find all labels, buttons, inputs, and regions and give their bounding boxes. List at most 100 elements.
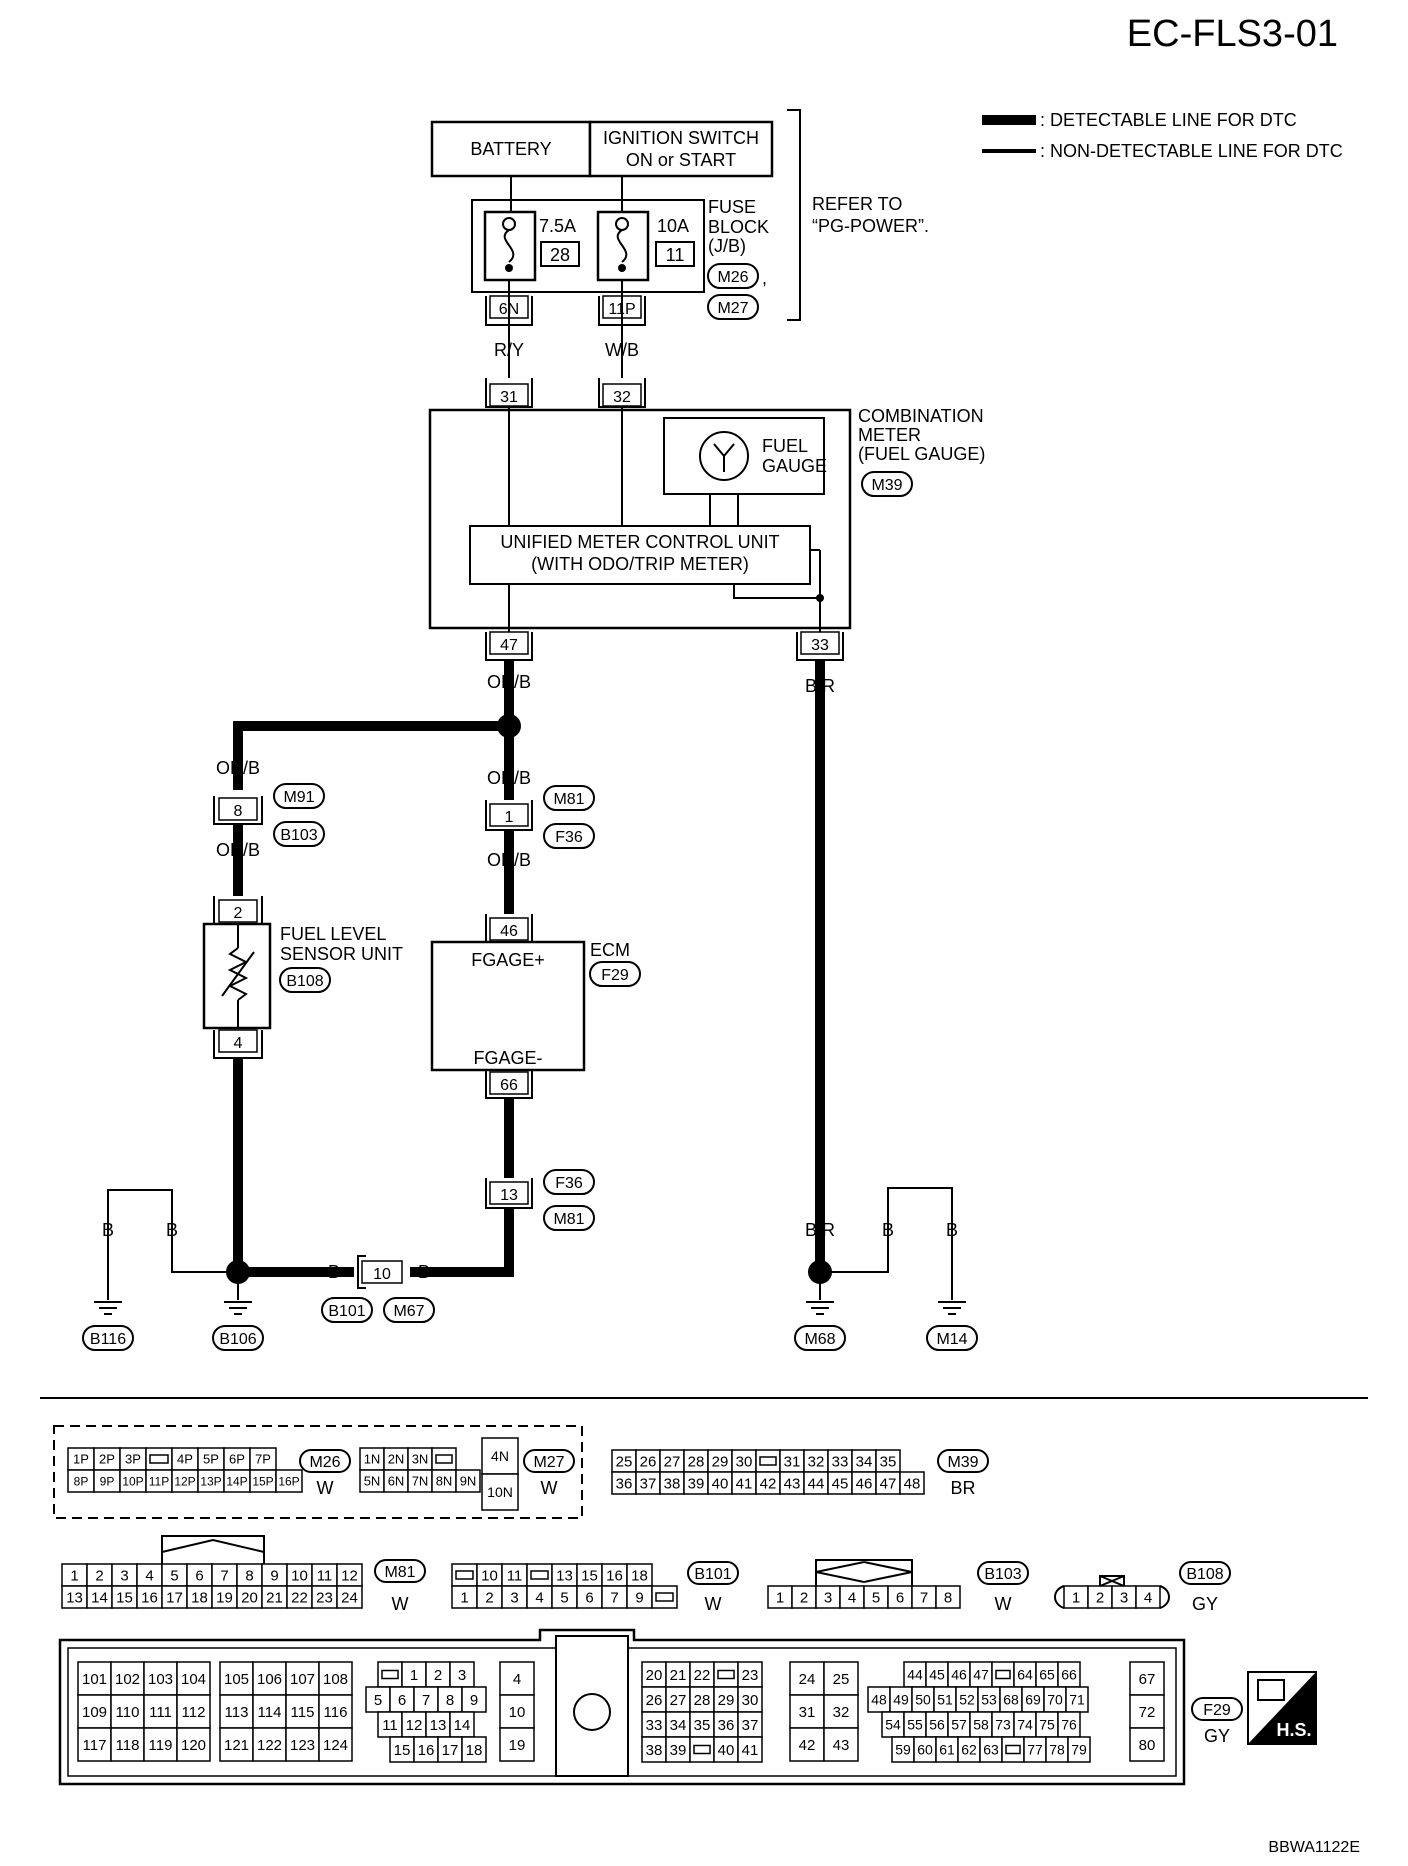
m39-pin-pin-label: 32	[808, 1453, 825, 1470]
f29-pin-pin-label: 36	[718, 1717, 735, 1734]
m27-pin-cell	[455, 1469, 481, 1493]
connector-M39-tag	[861, 471, 913, 497]
refer-label-2: “PG-POWER”.	[812, 216, 929, 236]
f29-pin-pin-label: 122	[257, 1737, 282, 1754]
m39-pin-pin-label: 30	[736, 1453, 753, 1470]
b101-pin-pin-label: 5	[560, 1589, 568, 1606]
connector-view-m26-tag	[299, 1449, 351, 1473]
f29-pin-cell	[365, 1686, 391, 1713]
b101-pin-pin-label: 6	[585, 1589, 593, 1606]
connector-view-f29-key	[555, 1635, 629, 1777]
wire-label-wb: W/B	[605, 340, 639, 360]
f29-pin-pin-label: 69	[1025, 1692, 1041, 1708]
f29-pin-cell	[318, 1694, 353, 1729]
terminal-2-box	[218, 899, 258, 923]
f29-pin-pin-label: 54	[885, 1717, 901, 1733]
m81-pin-pin-label: 13	[66, 1589, 83, 1606]
wire-ground-m14	[820, 1187, 953, 1300]
b103-pin-cell	[935, 1585, 961, 1609]
f29-pin-pin-label: 38	[646, 1742, 663, 1759]
wire-label-br-2: B/R	[805, 1220, 835, 1240]
harness-side-label: H.S.	[1276, 1720, 1311, 1740]
m81-pin-pin-label: 18	[191, 1589, 208, 1606]
f29-pin-pin-label: 115	[291, 1704, 315, 1721]
connector-view-b101-color: W	[705, 1594, 722, 1614]
f29-pin-pin-label: 56	[929, 1717, 945, 1733]
wire-junction-m91	[233, 721, 509, 790]
f29-pin-cell	[737, 1686, 763, 1713]
f29-pin-cell	[1129, 1661, 1165, 1696]
fuse-block-label-1: FUSE	[708, 197, 756, 217]
b103-pin-pin-label: 3	[824, 1589, 832, 1606]
m26-pin-pin-label: 2P	[99, 1452, 115, 1467]
f29-pin-pin-label: 43	[833, 1737, 850, 1754]
f29-pin-cell	[461, 1736, 487, 1763]
ground-symbol-b106	[224, 1301, 252, 1315]
f29-pin-cell	[176, 1727, 211, 1762]
fuse-block-frame	[471, 199, 705, 293]
m26-pin-pin-label: 15P	[252, 1474, 273, 1488]
m27-pin-label: 4N	[491, 1448, 509, 1464]
f29-pin-pin-label: 52	[959, 1692, 975, 1708]
m39-pin-pin-label: 44	[808, 1475, 825, 1492]
b101-pin-pin-label: 11	[507, 1567, 523, 1584]
f29-pin-pin-label: 74	[1017, 1717, 1033, 1733]
b103-pin-pin-label: 6	[896, 1589, 904, 1606]
b101-pin-blank-slot	[530, 1570, 549, 1580]
connector-B106-tag	[212, 1325, 264, 1351]
f29-pin-pin-label: 55	[907, 1717, 923, 1733]
f29-pin-blank-slot	[995, 1669, 1011, 1680]
terminal-8-label: 8	[234, 803, 243, 820]
m26-pin-pin-label: 4P	[177, 1452, 193, 1467]
m26-pin-pin-label: 8P	[74, 1474, 89, 1488]
f29-pin-cell	[737, 1661, 763, 1688]
harness-side-badge: H.S.	[1247, 1671, 1317, 1745]
connector-M27-tag	[707, 294, 759, 320]
m81-pin-pin-label: 3	[120, 1567, 128, 1584]
m27-pin-pin-label: 6N	[388, 1474, 405, 1489]
m26-pin-pin-label: 1P	[73, 1452, 89, 1467]
connector-B103-label: B103	[280, 827, 317, 844]
m39-pin-pin-label: 28	[688, 1453, 705, 1470]
connector-F29-tag	[589, 961, 641, 987]
f29-pin-pin-label: 77	[1027, 1742, 1043, 1758]
b108-pin-pin-label: 2	[1096, 1589, 1104, 1606]
connector-view-m81-label: M81	[384, 1564, 415, 1581]
f29-pin-pin-label: 9	[470, 1692, 478, 1709]
b103-pin-pin-label: 1	[776, 1589, 784, 1606]
connector-view-m81-color: W	[392, 1594, 409, 1614]
connector-M68-label: M68	[804, 1331, 835, 1348]
f29-pin-pin-label: 10	[509, 1704, 526, 1721]
f29-pin-pin-label: 64	[1017, 1667, 1033, 1683]
connector-M27-label: M27	[717, 300, 748, 317]
connector-M39-label: M39	[871, 477, 902, 494]
connector-view-m27-label: M27	[533, 1454, 564, 1471]
f29-pin-pin-label: 105	[224, 1671, 249, 1688]
fuse-11-number: 11	[666, 245, 685, 265]
connector-view-m27-tag	[523, 1449, 575, 1473]
f29-pin-pin-label: 79	[1071, 1742, 1087, 1758]
m27-pin-pin-label: 3N	[412, 1452, 429, 1467]
terminal-4-label: 4	[234, 1035, 243, 1052]
m26-pin-pin-label: 6P	[229, 1452, 245, 1467]
f29-pin-cell	[641, 1661, 667, 1688]
f29-pin-pin-label: 72	[1139, 1704, 1156, 1721]
terminal-47-label: 47	[500, 637, 518, 654]
f29-pin-cell	[77, 1727, 112, 1762]
f29-pin-cell	[389, 1686, 415, 1713]
m81-pin-pin-label: 2	[95, 1567, 103, 1584]
m26-pin-pin-label: 3P	[125, 1452, 141, 1467]
m27-pin-blank-slot	[435, 1454, 453, 1464]
f29-pin-pin-label: 113	[225, 1704, 249, 1721]
m39-pin-pin-label: 41	[736, 1475, 753, 1492]
connector-F36-label-2: F36	[555, 1175, 583, 1192]
combination-meter-box	[428, 408, 852, 630]
connector-F36-tag-1	[543, 823, 595, 849]
terminal-31-label: 31	[500, 389, 518, 406]
f29-pin-pin-label: 103	[148, 1671, 173, 1688]
fuse-28-number-box	[540, 241, 580, 267]
f29-pin-cell	[499, 1727, 535, 1762]
terminal-10-bracket	[357, 1255, 366, 1289]
